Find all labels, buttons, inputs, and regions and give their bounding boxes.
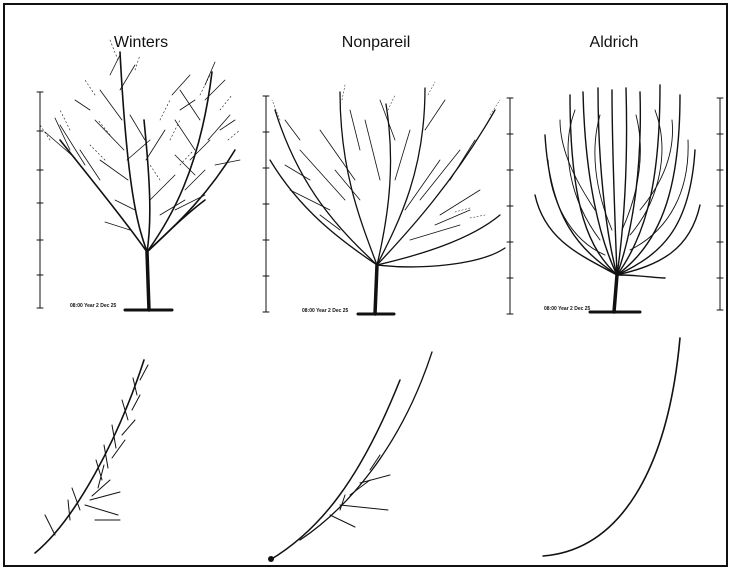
- winters-scaffolds: [60, 52, 235, 252]
- nonpareil-secondary-branches: [285, 100, 480, 240]
- aldrich-upright-branches: [535, 85, 700, 278]
- aldrich-trunk: [614, 275, 617, 312]
- aldrich-arching-branches: [548, 110, 688, 255]
- winters-spurs: [40, 40, 240, 180]
- winters-tree: [40, 40, 240, 310]
- nonpareil-tree: [270, 82, 505, 314]
- height-scale-bars: [37, 92, 723, 314]
- aldrich-tree: [535, 85, 700, 312]
- aldrich-scale-bar-right: [717, 98, 723, 310]
- winters-trunk: [147, 252, 149, 310]
- aldrich-scale-bar-left: [507, 98, 513, 314]
- aldrich-shoot: [543, 338, 680, 556]
- nonpareil-spurs: [272, 82, 500, 218]
- winters-scale-bar: [37, 92, 43, 308]
- nonpareil-trunk: [375, 265, 377, 314]
- nonpareil-shoot: [268, 352, 432, 562]
- nonpareil-shoot-base-dot: [268, 556, 274, 562]
- nonpareil-scale-bar: [263, 96, 269, 312]
- winters-shoot: [35, 360, 148, 553]
